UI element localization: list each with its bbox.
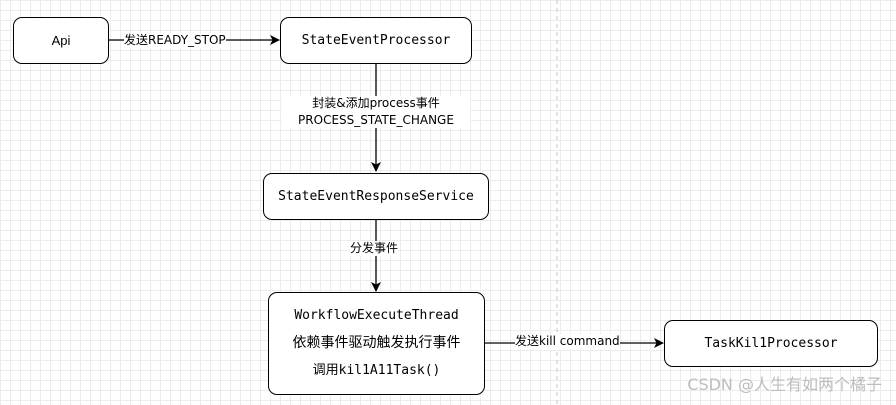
api-node-label: Api: [51, 33, 71, 48]
edge-label-service-to-thread: 分发事件: [350, 241, 399, 256]
workflow-execute-thread-description: 依赖事件驱动触发执行事件: [292, 334, 461, 351]
csdn-watermark: CSDN @人生有如两个橘子: [687, 375, 882, 394]
workflow-execute-thread-title: WorkflowExecuteThread: [294, 307, 459, 323]
state-event-response-service-label: StateEventResponseService: [278, 189, 474, 204]
edge-label-processor-to-service: 封装&添加process事件 PROCESS_STATE_CHANGE: [282, 96, 470, 128]
task-kill-processor-node: TaskKil1Processor: [664, 320, 878, 367]
state-event-processor-label: StateEventProcessor: [301, 33, 451, 48]
edge-label-api-to-processor: 发送READY_STOP: [124, 33, 226, 48]
edge-label-processor-to-service-line1: 封装&添加process事件: [312, 96, 440, 110]
workflow-execute-thread-node: WorkflowExecuteThread 依赖事件驱动触发执行事件 调用kil…: [268, 292, 485, 395]
state-event-response-service-node: StateEventResponseService: [263, 173, 489, 220]
state-event-processor-node: StateEventProcessor: [280, 17, 472, 64]
task-kill-processor-label: TaskKil1Processor: [704, 336, 838, 351]
workflow-execute-thread-call: 调用kil1A11Task(): [312, 362, 441, 378]
api-node: Api: [13, 17, 109, 64]
edge-label-processor-to-service-line2: PROCESS_STATE_CHANGE: [298, 113, 454, 127]
edge-label-thread-to-kill: 发送kill command: [515, 334, 620, 349]
